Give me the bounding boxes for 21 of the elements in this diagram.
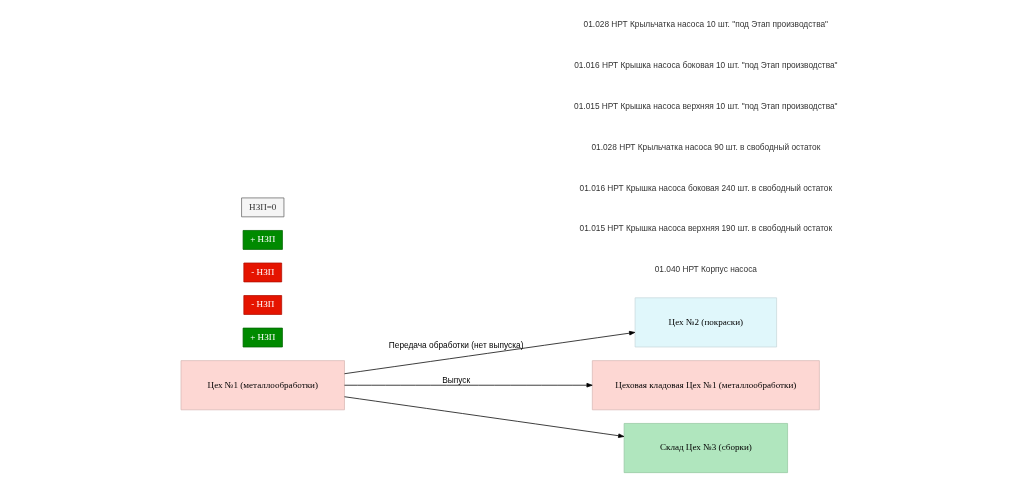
node-box: + НЗП (242, 327, 283, 348)
label: 01.040 НРТ Корпус насоса (654, 264, 757, 275)
arrow (343, 396, 624, 438)
label: 01.016 НРТ Крышка насоса боковая 10 шт. "под Этап производства" (573, 59, 838, 70)
label: 01.028 НРТ Крыльчатка насоса 10 шт. "под Этап производства" (583, 19, 828, 30)
arrow (343, 383, 593, 388)
node-box: Цеховая кладовая Цех №1 (металлообработки) (591, 360, 820, 411)
node-box: - НЗП (242, 295, 282, 315)
node-box: Цех №2 (покраски) (634, 297, 777, 348)
node-box: НЗП=0 (240, 197, 284, 218)
label: 01.016 НРТ Крышка насоса боковая 240 шт. в свободный остаток (579, 182, 832, 193)
node-box: Цех №1 (металлообработки) (180, 360, 345, 411)
edge-label: Выпуск (441, 374, 470, 385)
node-box: Склад Цех №3 (сборки) (623, 423, 788, 473)
node-box: + НЗП (242, 230, 283, 250)
arrow (343, 330, 635, 375)
label: 01.015 НРТ Крышка насоса верхняя 10 шт. "под Этап производства" (573, 100, 838, 111)
node-box: - НЗП (242, 262, 282, 283)
label: 01.028 НРТ Крыльчатка насоса 90 шт. в свободный остаток (590, 141, 820, 152)
edge-label: Передача обработки (нет выпуска) (388, 339, 523, 350)
label: 01.015 НРТ Крышка насоса верхняя 190 шт. в свободный остаток (579, 223, 832, 234)
